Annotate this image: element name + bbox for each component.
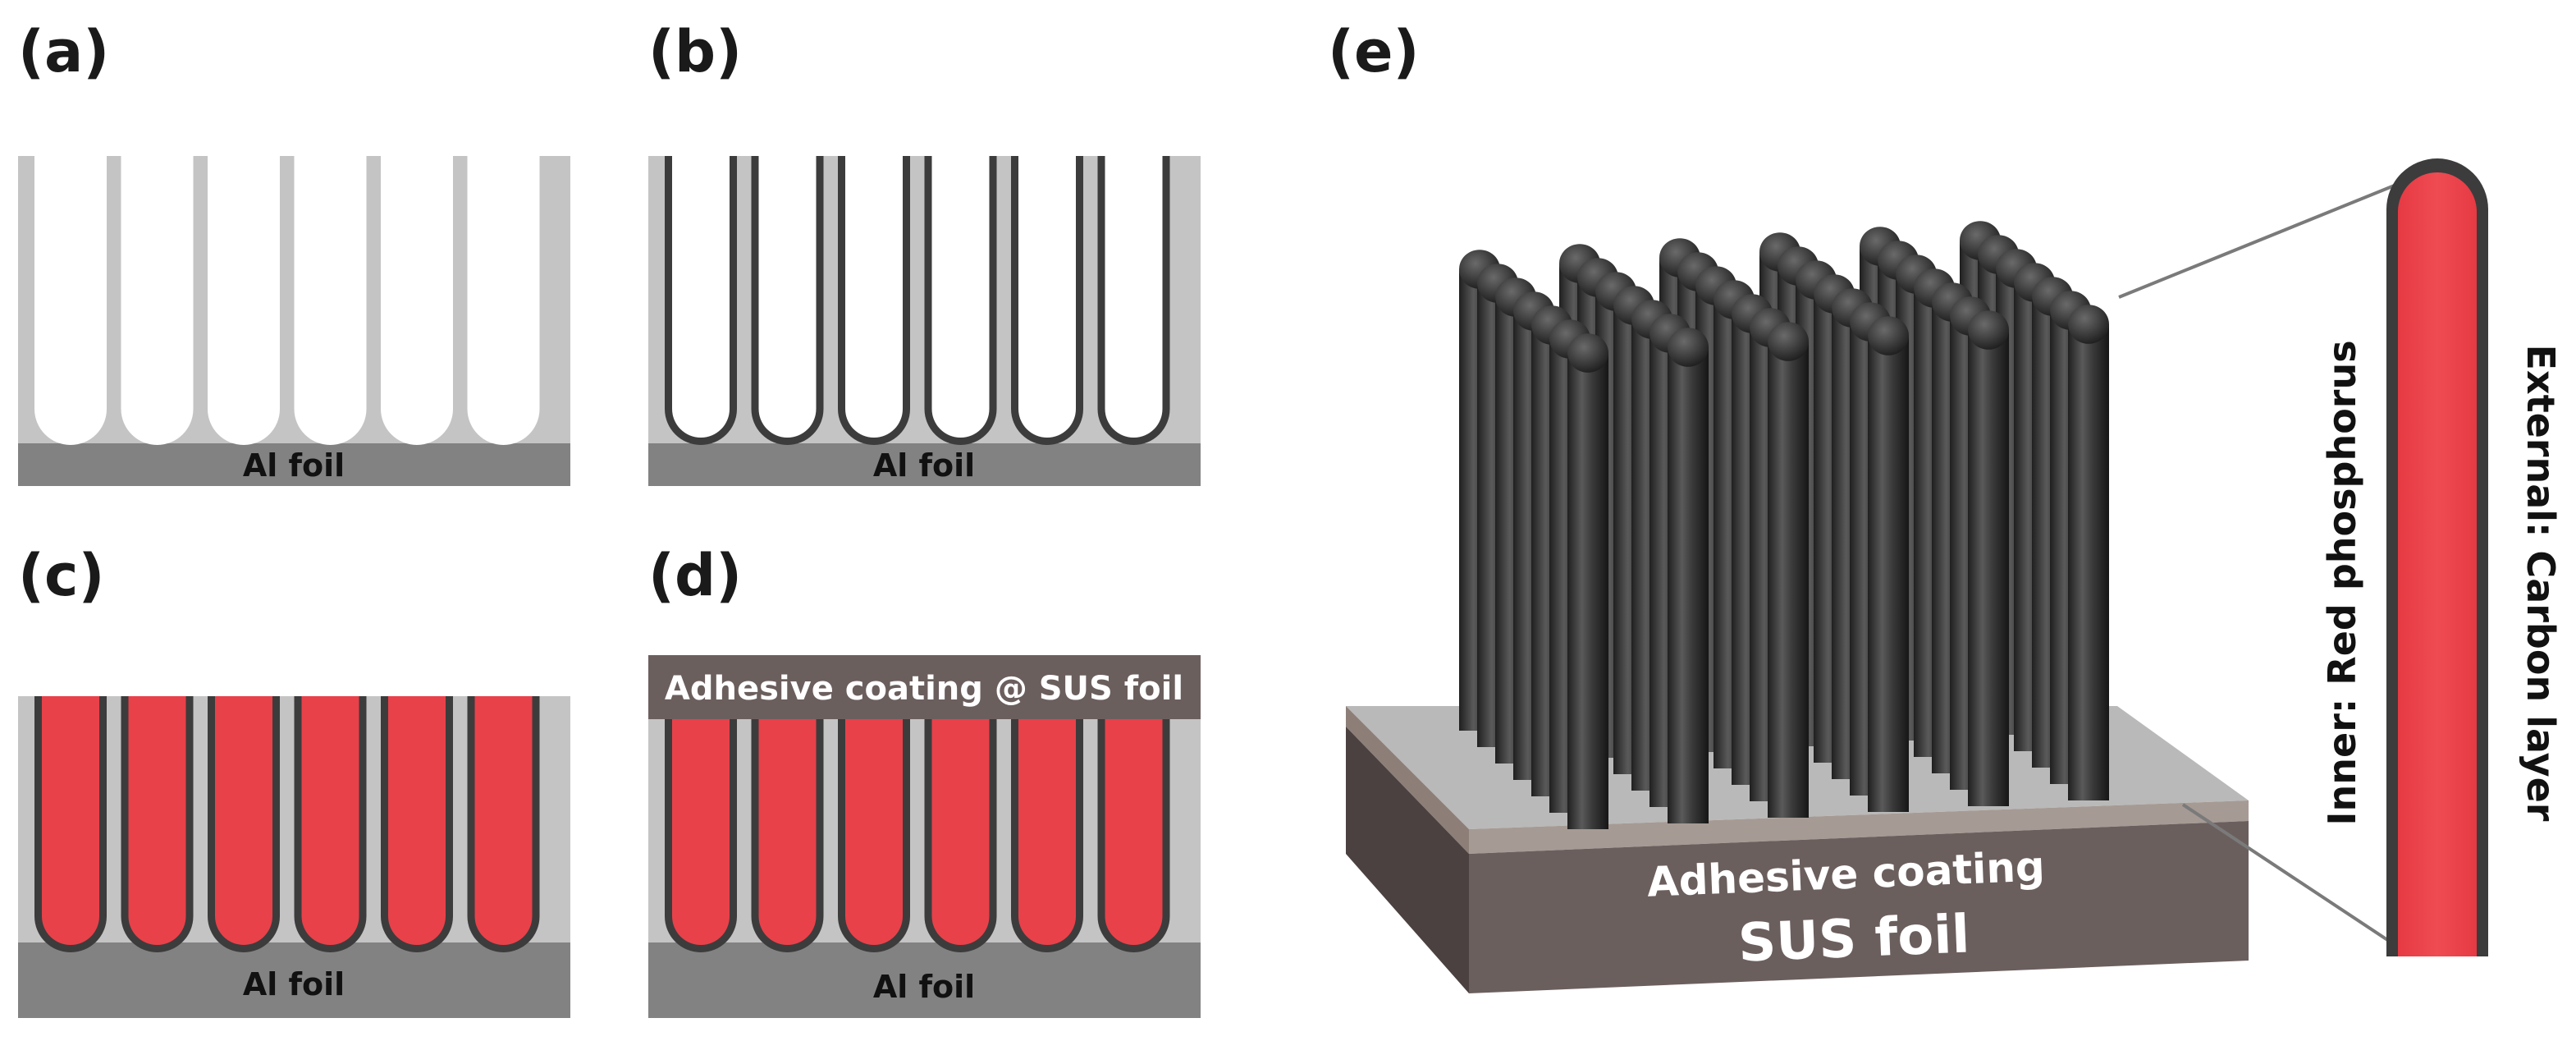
panel-label-a: (a) [18,18,110,85]
pore-group-a [34,156,540,445]
pillar-body [1868,336,1909,812]
red-phosphorus-fill [672,719,730,945]
empty-pore [381,156,453,445]
red-phosphorus-fill [301,696,359,945]
al-foil-label-d: Al foil [873,969,975,1005]
nanopillar [1768,322,1809,818]
inner-label: Inner: Red phosphorus [2320,340,2364,825]
al-foil-b [648,443,1201,486]
pillar-cap [1768,322,1809,361]
external-label: External: Carbon layer [2519,345,2563,822]
al-foil-a [18,443,570,486]
al-foil-c [18,942,570,1018]
panel-d-schematic: Adhesive coating @ SUS foil Al foil [648,655,1201,1018]
red-phosphorus-fill [1105,719,1163,945]
red-phosphorus-core [2398,172,2477,956]
adhesive-left-edge [1346,706,1469,854]
red-phosphorus-fill [388,696,446,945]
empty-pore [845,156,903,438]
empty-pore [467,156,540,445]
pillar-cap [2068,305,2109,344]
zoom-line-bottom [2181,803,2398,947]
zoom-line-top [2118,183,2397,299]
nanopillar [1668,328,1709,823]
panel-e-schematic: Adhesive coating SUS foil Inner: Red pho… [1346,158,2563,993]
empty-pore [1105,156,1163,438]
nanopillar-array [1459,221,2109,829]
empty-pore [1018,156,1076,438]
panel-label-c: (c) [18,542,105,609]
red-phosphorus-fill [42,696,99,945]
red-phosphorus-fill [128,696,186,945]
pore-group-b [665,156,1170,445]
pillar-cap [1868,316,1909,355]
empty-pore [34,156,107,445]
panel-c-schematic: Al foil [18,696,570,1018]
sus-foil-left-face [1346,727,1469,993]
al-foil-d [648,942,1201,1018]
nanopillar [1567,333,1608,829]
nanopillar [2068,305,2109,800]
red-phosphorus-fill [474,696,533,945]
sus-foil-top-d [648,655,1201,719]
sus-foil-front-face [1469,821,2249,993]
pillar-body [1668,347,1709,823]
red-phosphorus-fill [215,696,272,945]
empty-pore [672,156,730,438]
red-phosphorus-fill [758,719,817,945]
empty-pore [208,156,280,445]
adhesive-front-edge [1469,800,2249,854]
empty-pore [758,156,817,438]
panel-a-schematic: Al foil [18,156,570,486]
red-phosphorus-fill [1018,719,1076,945]
al-foil-label-b: Al foil [873,447,975,484]
empty-pore [121,156,194,445]
red-phosphorus-fill [931,719,990,945]
panel-label-b: (b) [648,18,743,85]
pore-group-d [665,719,1170,953]
panel-label-e: (e) [1328,18,1420,85]
pillar-body [2068,324,2109,800]
panel-b-schematic: Al foil [648,156,1201,486]
adhesive-sus-label-d: Adhesive coating @ SUS foil [665,670,1183,708]
empty-pore [931,156,990,438]
panel-label-d: (d) [648,542,743,609]
al-foil-label-a: Al foil [243,447,345,484]
enlarged-tube [2386,158,2488,956]
pillar-cap [1567,333,1608,373]
pore-group-c [34,696,540,953]
pillar-body [1968,330,2009,806]
sus-foil-label-e: SUS foil [1737,904,1971,974]
pillar-cap [1968,310,2009,350]
pillar-cap [1668,328,1709,367]
empty-pore [294,156,367,445]
nanopillar [1968,310,2009,806]
al-foil-label-c: Al foil [243,966,345,1002]
pillar-body [1567,353,1608,829]
pillar-body [1768,342,1809,818]
nanopillar [1868,316,1909,812]
red-phosphorus-fill [845,719,903,945]
